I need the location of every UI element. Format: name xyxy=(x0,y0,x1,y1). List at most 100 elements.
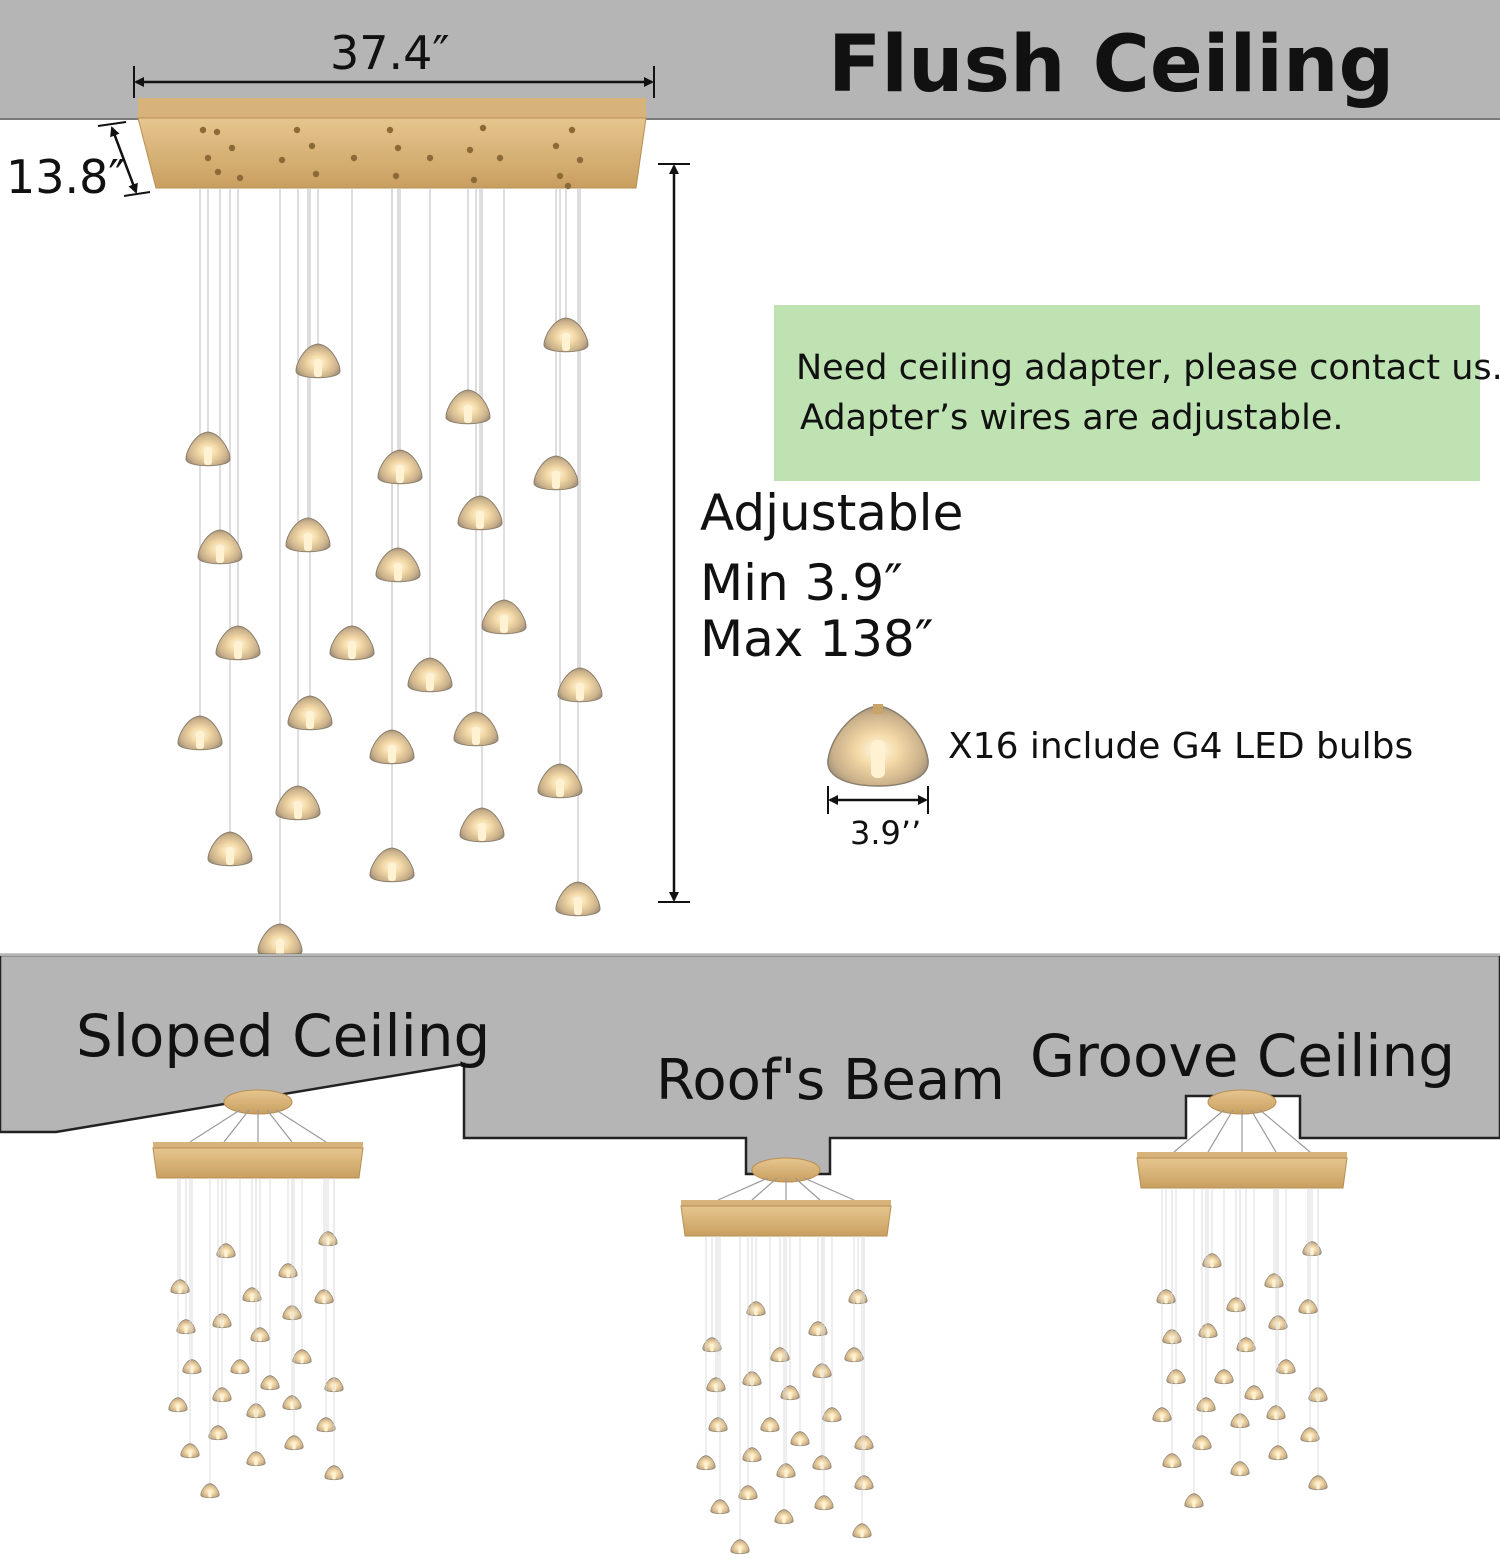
crystal-bulb xyxy=(1230,1461,1250,1477)
crystal-bulb xyxy=(207,831,253,867)
crystal-bulb xyxy=(200,1483,220,1499)
crystal-bulb xyxy=(287,695,333,731)
page-title: Flush Ceiling xyxy=(828,20,1395,110)
crystal-bulb xyxy=(812,1455,832,1471)
roof-beam-label: Roof's Beam xyxy=(656,1048,1005,1113)
canopy-depth-label: 13.8″ xyxy=(6,150,126,204)
crystal-bulb xyxy=(702,1337,722,1353)
crystal-bulb xyxy=(780,1385,800,1401)
crystal-bulb xyxy=(738,1485,758,1501)
crystal-bulb xyxy=(1156,1289,1176,1305)
adapter-note-box xyxy=(774,305,1480,481)
crystal-bulb xyxy=(1268,1445,1288,1461)
crystal-bulb xyxy=(1192,1435,1212,1451)
crystal-bulb xyxy=(696,1455,716,1471)
crystal-bulb xyxy=(1300,1427,1320,1443)
crystal-bulb xyxy=(295,343,341,379)
crystal-bulb xyxy=(1236,1337,1256,1353)
crystal-bulb xyxy=(537,763,583,799)
crystal-bulb xyxy=(844,1347,864,1363)
crystal-bulb xyxy=(208,1425,228,1441)
main-canopy-top xyxy=(138,98,646,120)
crystal-bulb xyxy=(369,847,415,883)
crystal-bulb xyxy=(746,1301,766,1317)
crystal-bulb xyxy=(445,389,491,425)
crystal-bulb xyxy=(790,1431,810,1447)
crystal-bulb xyxy=(481,599,527,635)
crystal-bulb xyxy=(318,1231,338,1247)
crystal-bulb xyxy=(257,923,303,959)
crystal-bulb xyxy=(1226,1297,1246,1313)
crystal-bulb xyxy=(329,625,375,661)
crystal-bulb xyxy=(170,1279,190,1295)
crystal-bulb xyxy=(1198,1323,1218,1339)
crystal-bulb xyxy=(177,715,223,751)
crystal-bulb xyxy=(1166,1369,1186,1385)
crystal-bulb xyxy=(324,1465,344,1481)
adapter-note-line-2: Adapter’s wires are adjustable. xyxy=(800,398,1344,438)
crystal-bulb xyxy=(369,729,415,765)
crystal-bulb xyxy=(246,1451,266,1467)
crystal-bulb xyxy=(292,1349,312,1365)
sloped-ceiling-label: Sloped Ceiling xyxy=(76,1002,491,1070)
crystal-bulb xyxy=(230,1359,250,1375)
crystal-bulb xyxy=(543,317,589,353)
adapter-note-line-1: Need ceiling adapter, please contact us. xyxy=(796,348,1500,388)
crystal-bulb xyxy=(848,1289,868,1305)
crystal-bulb xyxy=(216,1243,236,1259)
crystal-bulb xyxy=(242,1287,262,1303)
roof-beam-fixture xyxy=(680,1157,892,1555)
crystal-bulb xyxy=(285,517,331,553)
crystal-bulb xyxy=(730,1539,750,1555)
crystal-bulb xyxy=(706,1377,726,1393)
crystal-bulb xyxy=(282,1395,302,1411)
main-canopy xyxy=(137,117,647,189)
crystal-bulb xyxy=(260,1375,280,1391)
crystal-bulb xyxy=(316,1417,336,1433)
depth-tick-bottom xyxy=(123,191,151,197)
crystal-bulb xyxy=(742,1447,762,1463)
crystal-bulb xyxy=(457,495,503,531)
crystal-bulb xyxy=(453,711,499,747)
crystal-bulb xyxy=(377,449,423,485)
crystal-bulb xyxy=(822,1407,842,1423)
groove-ceiling-label: Groove Ceiling xyxy=(1030,1022,1456,1090)
crystal-bulb xyxy=(770,1347,790,1363)
crystal-bulb xyxy=(1184,1493,1204,1509)
crystal-bulb xyxy=(708,1417,728,1433)
crystal-bulb xyxy=(1152,1407,1172,1423)
crystal-bulb xyxy=(182,1359,202,1375)
crystal-bulb xyxy=(852,1523,872,1539)
crystal-bulb xyxy=(197,529,243,565)
crystal-bulb xyxy=(1162,1453,1182,1469)
crystal-bulb xyxy=(776,1463,796,1479)
crystal-bulb xyxy=(557,667,603,703)
crystal-bulb xyxy=(1196,1397,1216,1413)
canopy-mount-points xyxy=(199,124,584,190)
crystal-bulb xyxy=(278,1263,298,1279)
crystal-bulb xyxy=(854,1475,874,1491)
crystal-bulb xyxy=(176,1319,196,1335)
crystal-bulb xyxy=(168,1397,188,1413)
adjustable-max: Max 138″ xyxy=(700,610,934,668)
groove-ceiling-fixture xyxy=(1136,1089,1348,1509)
main-pendant-bulbs xyxy=(177,317,603,959)
crystal-bulb xyxy=(375,547,421,583)
crystal-bulb xyxy=(774,1509,794,1525)
crystal-bulb xyxy=(407,657,453,693)
crystal-bulb xyxy=(185,431,231,467)
adjustable-min: Min 3.9″ xyxy=(700,554,903,612)
crystal-bulb xyxy=(814,1495,834,1511)
crystal-bulb xyxy=(314,1289,334,1305)
crystal-bulb xyxy=(180,1443,200,1459)
crystal-bulb xyxy=(215,625,261,661)
crystal-bulb xyxy=(1308,1475,1328,1491)
crystal-bulb xyxy=(1264,1273,1284,1289)
bulb-count-label: X16 include G4 LED bulbs xyxy=(948,726,1414,767)
crystal-bulb xyxy=(1276,1359,1296,1375)
crystal-bulb xyxy=(1214,1369,1234,1385)
canopy-width-label: 37.4″ xyxy=(330,26,450,80)
crystal-bulb xyxy=(1298,1299,1318,1315)
sample-bulb-icon xyxy=(827,704,929,787)
depth-tick-top xyxy=(97,121,127,127)
